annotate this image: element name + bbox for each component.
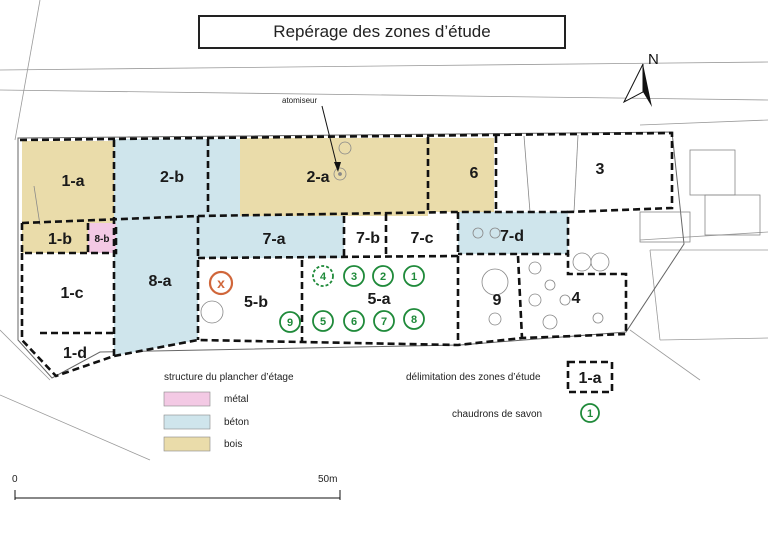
north-label: N — [648, 51, 659, 68]
zone-7-d: 7-d — [500, 228, 524, 245]
legend-metal-swatch — [163, 391, 211, 407]
cauldron-5-label: 5 — [320, 316, 326, 328]
legend-delimitation-label: délimitation des zones d’étude — [406, 372, 541, 383]
cauldron-7-label: 7 — [381, 316, 387, 328]
zone-4: 4 — [572, 290, 581, 307]
cauldron-6-circle — [343, 310, 365, 332]
cauldron-7-circle — [373, 310, 395, 332]
cauldron-4-label: 4 — [320, 271, 327, 283]
zone-8-b: 8-b — [95, 234, 110, 245]
bois-areas — [22, 138, 494, 253]
cauldron-8-label: 8 — [411, 314, 417, 326]
legend-chaudron-sample: 1 — [587, 408, 593, 420]
interior-details — [33, 134, 610, 330]
zone-7-c: 7-c — [410, 230, 433, 247]
legend-delimitation-sample: 1-a — [578, 370, 601, 387]
cauldron-8-circle — [403, 308, 425, 330]
zone-1-b: 1-b — [48, 231, 72, 248]
legend-symbols: délimitation des zones d’étude 1-a chaud… — [406, 360, 614, 423]
cauldron-2-label: 2 — [380, 271, 386, 283]
legend-floor-structure: structure du plancher d’étage métal béto… — [163, 372, 294, 452]
zone-5-b: 5-b — [244, 294, 268, 311]
atomiseur-annotation: atomiseur — [282, 96, 341, 172]
legend-structure-title: structure du plancher d’étage — [164, 372, 294, 383]
zone-labels: 1-a 1-b 8-b 1-c 1-d 2-b 8-a 2-a 6 3 7-a … — [48, 161, 605, 362]
legend-metal-label: métal — [224, 394, 248, 405]
legend-delimitation-sample-box — [566, 360, 614, 394]
zone-6: 6 — [470, 165, 479, 182]
cauldron-5-circle — [312, 310, 334, 332]
neighbour-buildings — [639, 149, 761, 243]
legend-chaudron-circle — [580, 403, 600, 423]
zone-1-c: 1-c — [60, 285, 83, 302]
map-title-text: Repérage des zones d’étude — [273, 22, 491, 41]
zone-7-b: 7-b — [356, 230, 380, 247]
legend-bois-label: bois — [224, 439, 242, 450]
metal-areas — [88, 223, 116, 253]
x-marker-label: x — [217, 275, 225, 291]
cauldron-1-label: 1 — [411, 271, 417, 283]
zone-7-a: 7-a — [262, 231, 285, 248]
map-title: Repérage des zones d’étude — [198, 15, 566, 49]
cauldron-3-circle — [343, 265, 365, 287]
atomiseur-label: atomiseur — [282, 96, 317, 105]
zone-delimitations — [19, 131, 674, 378]
zone-5-a: 5-a — [367, 291, 390, 308]
scale-start-label: 0 — [12, 474, 18, 485]
cauldron-6-label: 6 — [351, 316, 357, 328]
scale-bar: 0 50m — [12, 474, 341, 500]
north-arrow: N — [622, 51, 659, 107]
zone-2-b: 2-b — [160, 169, 184, 186]
legend-chaudrons-label: chaudrons de savon — [452, 409, 542, 420]
beton-areas — [114, 139, 568, 356]
cauldron-1-circle — [403, 265, 425, 287]
legend-beton-label: béton — [224, 417, 249, 428]
legend-beton-swatch — [163, 414, 211, 430]
scale-end-label: 50m — [318, 474, 337, 485]
zone-9: 9 — [493, 292, 502, 309]
cauldron-2-circle — [372, 265, 394, 287]
zone-2-a: 2-a — [306, 169, 329, 186]
zone-1-d: 1-d — [63, 345, 87, 362]
x-marker: x — [208, 270, 234, 296]
cauldron-4-circle — [312, 265, 334, 287]
zone-8-a: 8-a — [148, 273, 171, 290]
cauldron-9-label: 9 — [287, 317, 293, 329]
background-street-lines — [0, 0, 768, 461]
cauldron-9-circle — [279, 311, 301, 333]
soap-cauldrons: 1 2 3 4 5 6 7 8 9 — [279, 265, 425, 333]
zone-3: 3 — [596, 161, 605, 178]
zone-1-a: 1-a — [61, 173, 84, 190]
legend-bois-swatch — [163, 436, 211, 452]
cauldron-3-label: 3 — [351, 271, 357, 283]
